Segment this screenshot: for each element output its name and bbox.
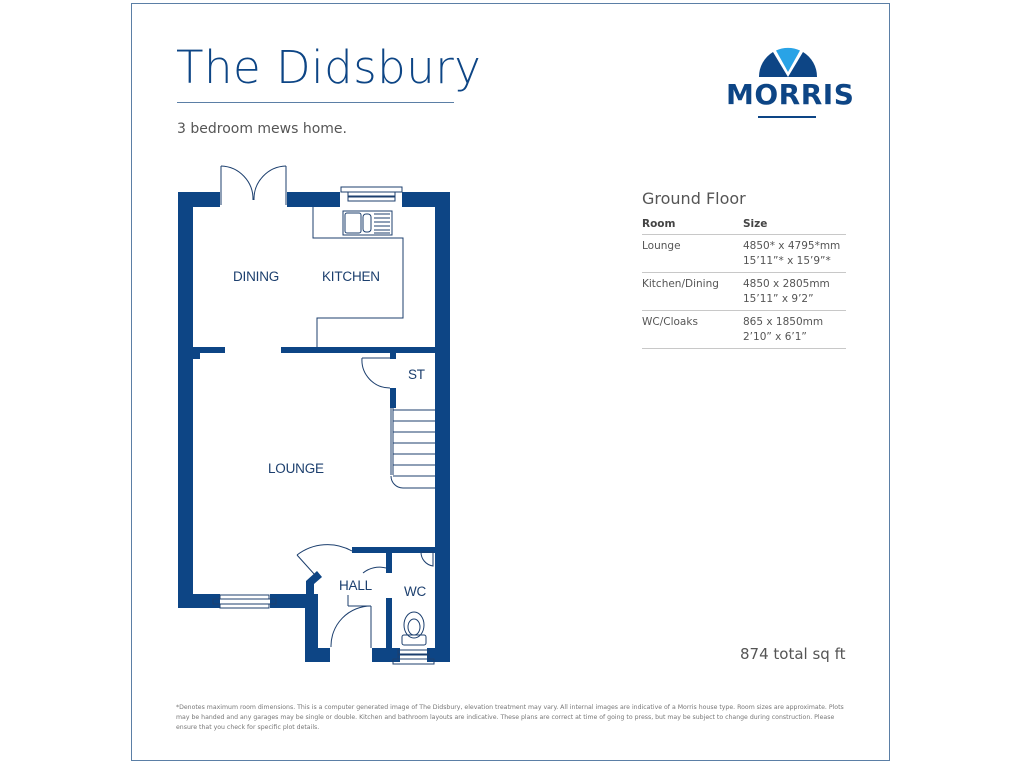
- page-subtitle: 3 bedroom mews home.: [177, 121, 347, 137]
- page-title: The Didsbury: [176, 41, 482, 94]
- column-header-room: Room: [642, 216, 743, 235]
- room-label-store: ST: [408, 367, 425, 382]
- logo-underline: [758, 116, 816, 118]
- room-label-lounge: LOUNGE: [268, 461, 324, 476]
- room-name: Kitchen/Dining: [642, 272, 743, 311]
- floor-title: Ground Floor: [642, 189, 746, 208]
- size-imperial: 15’11”* x 15’9”*: [743, 255, 831, 267]
- logo-fan-icon: [758, 47, 818, 77]
- room-size: 4850 x 2805mm 15’11” x 9’2”: [743, 272, 846, 311]
- floor-plan-drawing: [178, 165, 450, 665]
- page-frame: [131, 3, 890, 761]
- table-row: Lounge 4850* x 4795*mm 15’11”* x 15’9”*: [642, 234, 846, 273]
- room-name: WC/Cloaks: [642, 310, 743, 349]
- table-row: Kitchen/Dining 4850 x 2805mm 15’11” x 9’…: [642, 272, 846, 311]
- floor-plan: DINING KITCHEN ST LOUNGE HALL WC: [170, 160, 460, 670]
- room-name: Lounge: [642, 234, 743, 273]
- morris-logo: MORRIS: [726, 46, 855, 120]
- total-area: 874 total sq ft: [740, 645, 846, 663]
- room-label-hall: HALL: [339, 578, 372, 593]
- room-label-kitchen: KITCHEN: [322, 269, 380, 284]
- room-sizes-table: Room Size Lounge 4850* x 4795*mm 15’11”*…: [642, 216, 846, 349]
- room-size: 865 x 1850mm 2’10” x 6’1”: [743, 310, 846, 349]
- size-imperial: 2’10” x 6’1”: [743, 331, 807, 343]
- room-label-dining: DINING: [233, 269, 280, 284]
- logo-wordmark: MORRIS: [726, 78, 855, 111]
- size-metric: 4850* x 4795*mm: [743, 240, 841, 252]
- title-underline: [177, 102, 454, 103]
- disclaimer-text: *Denotes maximum room dimensions. This i…: [176, 704, 844, 731]
- size-imperial: 15’11” x 9’2”: [743, 293, 814, 305]
- room-label-wc: WC: [404, 584, 427, 599]
- table-row: WC/Cloaks 865 x 1850mm 2’10” x 6’1”: [642, 310, 846, 349]
- column-header-size: Size: [743, 216, 846, 235]
- size-metric: 4850 x 2805mm: [743, 278, 830, 290]
- room-size: 4850* x 4795*mm 15’11”* x 15’9”*: [743, 234, 846, 273]
- size-metric: 865 x 1850mm: [743, 316, 824, 328]
- table-header-row: Room Size: [642, 216, 846, 235]
